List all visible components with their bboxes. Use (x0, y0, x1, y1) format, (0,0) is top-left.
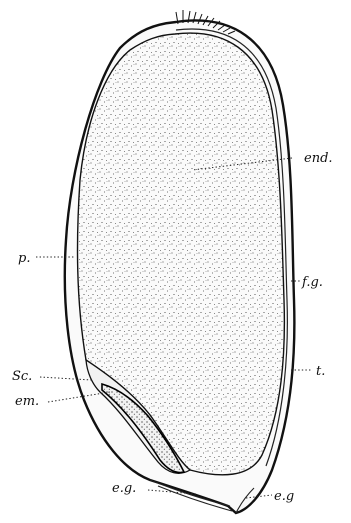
label-eg-right: e.g (274, 489, 294, 504)
label-fg: f.g. (301, 275, 323, 290)
label-sc: Sc. (12, 369, 32, 384)
label-em: em. (15, 394, 39, 409)
label-eg-left: e.g. (112, 481, 136, 496)
label-t: t. (316, 364, 325, 379)
label-end: end. (304, 151, 333, 166)
label-p: p. (18, 251, 30, 266)
